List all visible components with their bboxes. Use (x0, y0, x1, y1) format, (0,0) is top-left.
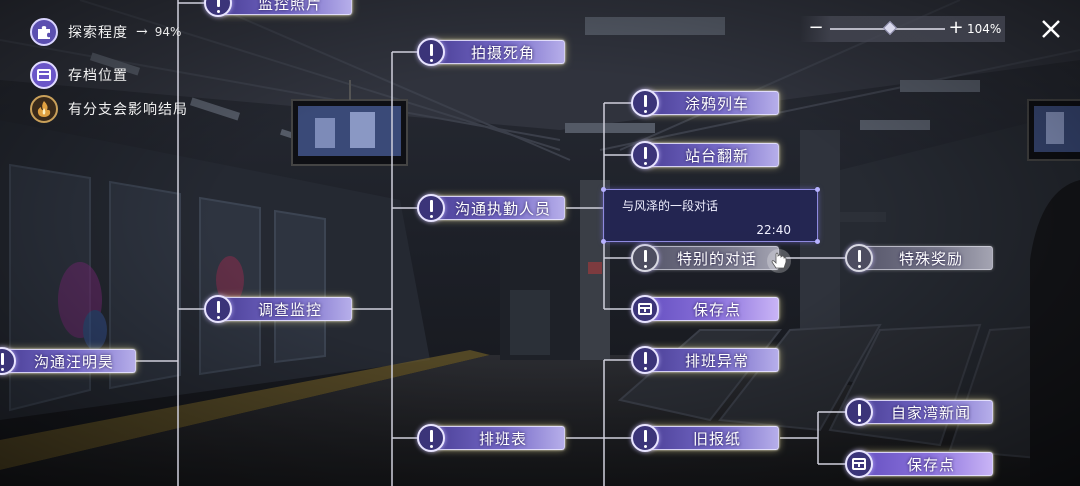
exclamation-icon (417, 38, 445, 66)
tooltip-corner (601, 187, 606, 192)
node-home-bay-news[interactable]: 自家湾新闻 (845, 397, 993, 427)
node-pill (643, 297, 779, 321)
zoom-slider[interactable] (830, 20, 945, 36)
node-pill (643, 91, 779, 115)
zoom-level: 104% (967, 22, 1002, 36)
node-label: 监控照片 (257, 0, 322, 13)
node-pill (216, 297, 352, 321)
tooltip-corner (815, 187, 820, 192)
close-icon[interactable] (1036, 14, 1066, 44)
save-location-label: 存档位置 (68, 68, 128, 84)
arrow-right-icon: → (136, 24, 149, 40)
node-old-newspaper[interactable]: 旧报纸 (631, 423, 779, 453)
node-label: 排班异常 (684, 351, 749, 370)
zoom-in-button[interactable]: + (948, 17, 964, 38)
hand-pointer-icon (767, 249, 791, 273)
node-special-reward[interactable]: 特殊奖励 (845, 243, 993, 273)
node-label: 保存点 (906, 455, 955, 474)
node-pill (429, 196, 565, 220)
node-label: 调查监控 (257, 300, 322, 319)
node-label: 沟通执勤人员 (454, 199, 551, 218)
node-graffiti-train[interactable]: 涂鸦列车 (631, 88, 779, 118)
exclamation-icon (631, 424, 659, 452)
node-label: 沟通汪明昊 (33, 352, 114, 371)
legend-branch: 有分支会影响结局 (30, 95, 188, 123)
dialogue-tooltip: 与风泽的一段对话 22:40 (601, 187, 820, 244)
exclamation-icon (631, 244, 659, 272)
legend-save-location: 存档位置 (30, 61, 128, 89)
tooltip-text: 与风泽的一段对话 (622, 199, 719, 213)
puzzle-icon (30, 18, 58, 46)
progress-label: 探索程度 (68, 25, 128, 41)
progress-value: 94% (154, 25, 182, 39)
node-pill (429, 40, 565, 64)
node-pill (643, 348, 779, 372)
branch-label: 有分支会影响结局 (68, 102, 188, 118)
chest-icon (631, 295, 659, 323)
zoom-control: − + 104% (800, 16, 1005, 42)
node-pill (643, 246, 779, 270)
exclamation-icon (204, 295, 232, 323)
exclamation-icon (417, 194, 445, 222)
node-cctv-photos[interactable]: 监控照片 (204, 0, 352, 18)
zoom-slider-knob[interactable] (882, 20, 897, 36)
tooltip-time: 22:40 (756, 223, 791, 237)
exclamation-icon (631, 89, 659, 117)
node-label: 拍摄死角 (470, 43, 535, 62)
node-save-point-2[interactable]: 保存点 (845, 449, 993, 479)
exclamation-icon (631, 346, 659, 374)
exclamation-icon (845, 244, 873, 272)
node-platform-renovation[interactable]: 站台翻新 (631, 140, 779, 170)
node-label: 涂鸦列车 (684, 94, 749, 113)
node-take-photo[interactable]: 拍摄死角 (417, 37, 565, 67)
node-label: 特殊奖励 (898, 249, 963, 268)
node-label: 排班表 (478, 429, 527, 448)
node-label: 站台翻新 (684, 146, 749, 165)
exclamation-icon (417, 424, 445, 452)
legend-progress: 探索程度 → 94% (30, 18, 181, 46)
node-schedule[interactable]: 排班表 (417, 423, 565, 453)
node-special-talk[interactable]: 特别的对话 (631, 243, 779, 273)
node-label: 保存点 (692, 300, 741, 319)
zoom-out-button[interactable]: − (808, 17, 824, 38)
node-pill (643, 143, 779, 167)
chest-icon (30, 61, 58, 89)
flame-emblem-icon (30, 95, 58, 123)
node-label: 特别的对话 (676, 249, 757, 268)
exclamation-icon (845, 398, 873, 426)
node-pill (857, 452, 993, 476)
chest-icon (845, 450, 873, 478)
tooltip-corner (815, 239, 820, 244)
node-talk-staff[interactable]: 沟通执勤人员 (417, 193, 565, 223)
node-pill (643, 426, 779, 450)
tooltip-corner (601, 239, 606, 244)
exclamation-icon (631, 141, 659, 169)
node-label: 旧报纸 (692, 429, 741, 448)
node-shift-anomaly[interactable]: 排班异常 (631, 345, 779, 375)
node-save-point-1[interactable]: 保存点 (631, 294, 779, 324)
node-label: 自家湾新闻 (890, 403, 971, 422)
node-root[interactable]: 沟通汪明昊 (0, 346, 136, 376)
node-check-cctv[interactable]: 调查监控 (204, 294, 352, 324)
